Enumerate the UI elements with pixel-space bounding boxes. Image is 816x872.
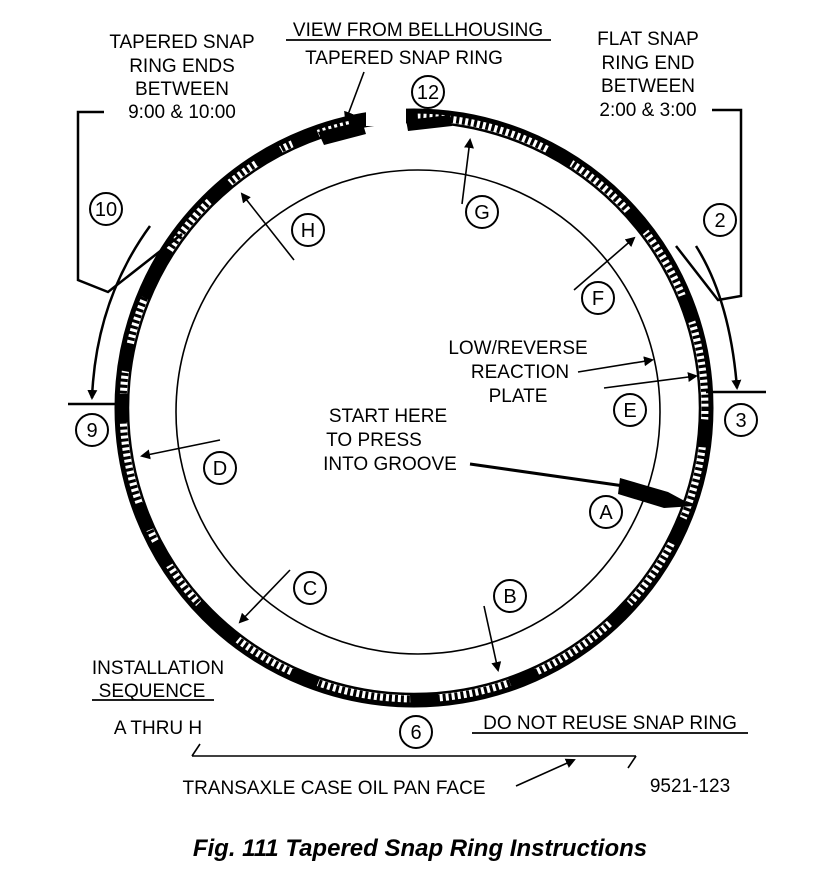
- flat-ring-end: [406, 115, 452, 131]
- reaction-plate-circle: [175, 169, 661, 655]
- plate-tab: [667, 516, 689, 546]
- svg-text:12: 12: [417, 82, 439, 104]
- plate-tab: [289, 127, 320, 148]
- svg-text:9: 9: [86, 420, 97, 442]
- svg-text:TAPERED SNAP: TAPERED SNAP: [109, 32, 254, 53]
- svg-text:6: 6: [410, 722, 421, 744]
- svg-text:10: 10: [95, 199, 117, 221]
- svg-text:RING ENDS: RING ENDS: [129, 56, 235, 77]
- seq-a: A: [589, 495, 623, 529]
- arrow-b: [483, 605, 502, 672]
- seq-f: F: [581, 281, 615, 315]
- plate-tab: [139, 270, 161, 300]
- svg-text:BETWEEN: BETWEEN: [601, 76, 695, 97]
- clock-2: 2: [703, 203, 737, 237]
- svg-text:D: D: [213, 458, 227, 480]
- reaction-plate-pointer: [577, 356, 654, 373]
- plate-tab: [150, 247, 173, 277]
- seq-e: E: [613, 393, 647, 427]
- clock-12: 12: [411, 75, 445, 109]
- installation-sequence-label: INSTALLATION SEQUENCE A THRU H: [92, 658, 224, 739]
- reaction-plate-label: LOW/REVERSE REACTION PLATE: [448, 338, 587, 407]
- arrow-2-to-3: [694, 245, 742, 390]
- oil-pan-face-arrow: [515, 758, 576, 787]
- plate-tab: [545, 144, 575, 167]
- plate-tab: [205, 178, 233, 205]
- arrow-d: [140, 439, 221, 460]
- tapered-ring-end: [318, 121, 366, 145]
- svg-text:F: F: [592, 288, 604, 310]
- seq-b: B: [493, 579, 527, 613]
- svg-text:9:00 & 10:00: 9:00 & 10:00: [128, 102, 236, 123]
- svg-text:G: G: [474, 202, 490, 224]
- plate-tab: [698, 419, 711, 448]
- svg-text:RING END: RING END: [602, 53, 695, 74]
- flat-end-note: FLAT SNAP RING END BETWEEN 2:00 & 3:00: [597, 29, 743, 302]
- plate-tab: [119, 342, 135, 373]
- plate-tab: [410, 693, 439, 705]
- plate-tab: [508, 668, 539, 689]
- arrow-10-to-9: [87, 225, 152, 400]
- plate-tab: [117, 394, 128, 422]
- svg-text:2: 2: [714, 210, 725, 232]
- svg-text:B: B: [503, 586, 516, 608]
- tapered-ring-label: TAPERED SNAP RING: [305, 48, 503, 69]
- plate-tab: [624, 206, 651, 235]
- oil-pan-face-label: TRANSAXLE CASE OIL PAN FACE: [182, 778, 485, 799]
- plate-tab: [150, 539, 173, 569]
- tapered-ends-note: TAPERED SNAP RING ENDS BETWEEN 9:00 & 10…: [76, 32, 255, 294]
- clock-10: 10: [89, 192, 123, 226]
- svg-text:C: C: [303, 578, 317, 600]
- svg-text:LOW/REVERSE: LOW/REVERSE: [448, 338, 587, 359]
- svg-text:INSTALLATION: INSTALLATION: [92, 658, 224, 679]
- seq-h: H: [291, 213, 325, 247]
- plate-tab: [289, 668, 320, 689]
- plate-tab: [133, 502, 154, 533]
- plate-tab: [212, 618, 241, 645]
- svg-text:A: A: [599, 502, 613, 524]
- svg-text:INTO GROOVE: INTO GROOVE: [323, 454, 457, 475]
- plate-tab: [678, 293, 698, 324]
- svg-text:E: E: [623, 400, 636, 422]
- svg-text:3: 3: [735, 410, 746, 432]
- start-here-label: START HERE TO PRESS INTO GROOVE: [323, 406, 457, 475]
- clock-3: 3: [724, 403, 758, 437]
- svg-text:SEQUENCE: SEQUENCE: [99, 681, 206, 702]
- arrow-g: [461, 138, 474, 205]
- svg-text:2:00 & 3:00: 2:00 & 3:00: [599, 100, 696, 121]
- plate-tab: [194, 600, 222, 628]
- plate-tab: [606, 600, 634, 628]
- tapered-ring-pointer: [344, 71, 365, 122]
- seq-d: D: [203, 451, 237, 485]
- arrow-e: [603, 372, 698, 389]
- seq-g: G: [465, 195, 499, 229]
- svg-text:TO PRESS: TO PRESS: [326, 430, 422, 451]
- svg-text:PLATE: PLATE: [489, 386, 548, 407]
- view-title: VIEW FROM BELLHOUSING: [293, 20, 543, 41]
- svg-text:BETWEEN: BETWEEN: [135, 79, 229, 100]
- svg-text:START HERE: START HERE: [329, 406, 447, 427]
- arrow-h: [240, 192, 295, 261]
- clock-6: 6: [399, 715, 433, 749]
- do-not-reuse-note: DO NOT REUSE SNAP RING: [483, 713, 737, 734]
- svg-text:REACTION: REACTION: [471, 362, 569, 383]
- figure-caption: Fig. 111 Tapered Snap Ring Instructions: [193, 835, 647, 862]
- svg-text:A THRU H: A THRU H: [114, 718, 202, 739]
- arrow-c: [238, 569, 291, 624]
- start-here-arrow: [469, 462, 625, 488]
- svg-text:FLAT SNAP: FLAT SNAP: [597, 29, 699, 50]
- start-here-arrowhead: [618, 478, 694, 508]
- figure-code: 9521-123: [650, 776, 730, 797]
- ring-gap: [366, 106, 406, 126]
- seq-c: C: [293, 571, 327, 605]
- clock-9: 9: [75, 413, 109, 447]
- plate-tab: [253, 144, 283, 167]
- svg-text:H: H: [301, 220, 315, 242]
- arrow-f: [573, 236, 636, 291]
